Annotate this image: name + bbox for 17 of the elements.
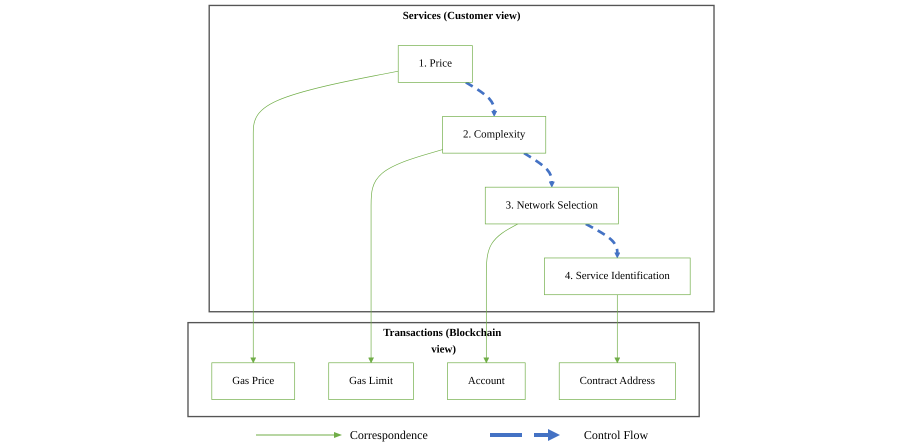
node-box: 3. Network Selection <box>484 186 619 224</box>
arrow <box>465 81 498 117</box>
node-box: 1. Price <box>398 45 473 83</box>
node-box: Account <box>447 362 526 400</box>
node-box: Gas Limit <box>328 362 414 400</box>
arrow <box>483 224 518 364</box>
node-box: 2. Complexity <box>442 116 546 154</box>
arrow <box>368 149 443 364</box>
arrow <box>614 294 620 364</box>
node-box: Gas Price <box>211 362 296 400</box>
node-box: Contract Address <box>558 362 676 400</box>
node-box: 4. Service Identification <box>544 258 691 296</box>
arrow <box>585 222 620 258</box>
arrow <box>250 70 399 364</box>
legend-text: Control Flow <box>584 428 648 442</box>
legend-text: Correspondence <box>350 428 428 442</box>
arrow <box>523 152 555 188</box>
